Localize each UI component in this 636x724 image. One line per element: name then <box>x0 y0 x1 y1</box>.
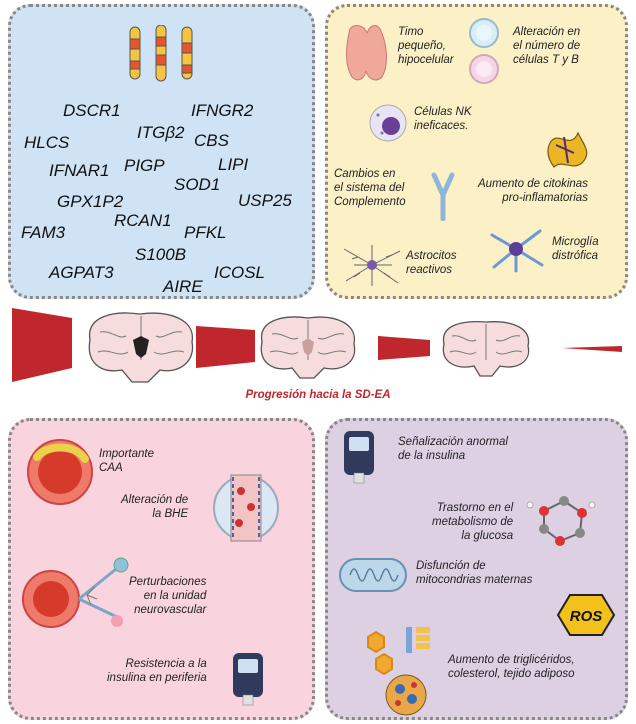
metabolic-panel: Señalización anormal de la insulina Tras… <box>325 418 628 720</box>
gene-label: IFNAR1 <box>49 161 110 180</box>
bbb-vessel-icon <box>213 474 279 542</box>
gene-label: ITGβ2 <box>137 123 185 142</box>
gene-label: GPX1P2 <box>57 192 124 211</box>
gene-label: DSCR1 <box>63 101 121 120</box>
citokinas-label: Aumento de citokinas pro-inflamatorias <box>478 178 588 204</box>
glucosa-label: Trastorno en el metabolismo de la glucos… <box>432 502 514 542</box>
trigliceridos-label: Aumento de triglicéridos, colesterol, te… <box>448 654 575 680</box>
astrocyte-icon <box>343 245 401 286</box>
gene-label: S100B <box>135 245 187 264</box>
astrocitos-label: Astrocitos reactivos <box>406 250 457 276</box>
lymphocyte-icon <box>469 18 499 84</box>
nk-cell-icon <box>369 104 407 142</box>
gene-label: IFNGR2 <box>191 101 254 120</box>
celulas-tb-label: Alteración en el número de células T y B <box>513 26 581 66</box>
gene-label: LIPI <box>218 155 249 174</box>
lipids-icon <box>367 627 430 716</box>
brain-icon <box>442 320 530 377</box>
complemento-label: Cambios en el sistema del Complemento <box>334 168 406 208</box>
brain-icon <box>88 312 194 383</box>
mitochondria-icon <box>339 558 407 592</box>
bhe-label: Alteración de la BHE <box>121 494 189 520</box>
gene-label: SOD1 <box>174 175 221 194</box>
gene-label: ICOSL <box>214 263 266 282</box>
immune-panel: Timo pequeño, hipocelular Alteración en … <box>325 4 628 299</box>
progression-label: Progresión hacia la SD-EA <box>245 389 391 401</box>
gene-label: USP25 <box>238 191 292 210</box>
timo-label: Timo pequeño, hipocelular <box>398 26 454 66</box>
gene-label: RCAN1 <box>114 211 172 230</box>
antibody-icon <box>431 172 455 221</box>
glucometer-icon <box>344 431 374 484</box>
cytokine-icon <box>547 131 588 168</box>
vascular-panel: Importante CAA Alteración de la BHE Pert… <box>8 418 315 720</box>
glucometer-icon <box>233 653 263 706</box>
gene-label: CBS <box>194 131 229 150</box>
gene-label: HLCS <box>24 133 70 152</box>
nk-label: Células NK ineficaces. <box>414 106 472 132</box>
genes-panel: DSCR1 IFNGR2 HLCS ITGβ2 CBS IFNAR1 PIGP … <box>8 4 315 299</box>
unidad-label: Perturbaciones en la unidad neurovascula… <box>129 576 207 616</box>
caa-label: Importante CAA <box>99 448 154 474</box>
gene-label: FAM3 <box>21 223 66 242</box>
gene-label: AGPAT3 <box>49 263 114 282</box>
thymus-icon <box>346 25 387 81</box>
ros-text: ROS <box>570 608 603 625</box>
gene-label: PIGP <box>124 156 165 175</box>
progression-wedge <box>562 346 622 352</box>
neurovascular-unit-icon <box>22 557 129 628</box>
progression-strip <box>12 308 622 383</box>
progression-wedge <box>12 308 72 382</box>
resistencia-label: Resistencia a la insulina en periferia <box>107 658 207 684</box>
microglia-label: Microglía distrófica <box>552 236 599 262</box>
glucose-molecule-icon <box>526 496 596 546</box>
gene-label: PFKL <box>184 223 227 242</box>
progression-wedge <box>196 326 255 368</box>
amyloid-vessel-icon <box>27 439 93 505</box>
brain-icon <box>260 316 356 379</box>
chromosome-icon <box>129 25 193 82</box>
microglia-icon <box>490 229 544 273</box>
gene-label: AIRE <box>163 277 203 296</box>
mitocondrias-label: Disfunción de mitocondrias maternas <box>416 560 533 586</box>
ros-badge: ROS <box>556 594 616 636</box>
insulina-label: Señalización anormal de la insulina <box>398 436 508 462</box>
progression-wedge <box>378 336 430 360</box>
